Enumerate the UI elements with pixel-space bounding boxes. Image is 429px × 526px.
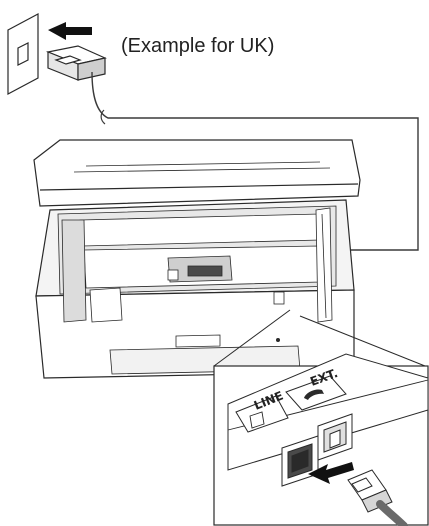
example-caption: (Example for UK)	[121, 35, 275, 57]
insert-arrow-bottom	[308, 462, 354, 484]
ext-port-label: EXT.	[285, 366, 347, 411]
printer-port-icons	[167, 269, 285, 305]
modular-plug	[347, 469, 408, 526]
port-detail-panel: EXT. LINE	[213, 353, 429, 526]
telephone-icon	[304, 389, 324, 400]
printer-body	[33, 139, 361, 379]
ext-jack	[317, 413, 353, 461]
phone-plug-adapter	[45, 45, 107, 81]
wall-socket-icon	[7, 13, 39, 95]
insert-arrow-top	[48, 22, 92, 40]
telephone-cord	[91, 71, 419, 251]
zoom-callout-lines	[213, 309, 426, 367]
modular-jack-icon	[281, 435, 319, 487]
